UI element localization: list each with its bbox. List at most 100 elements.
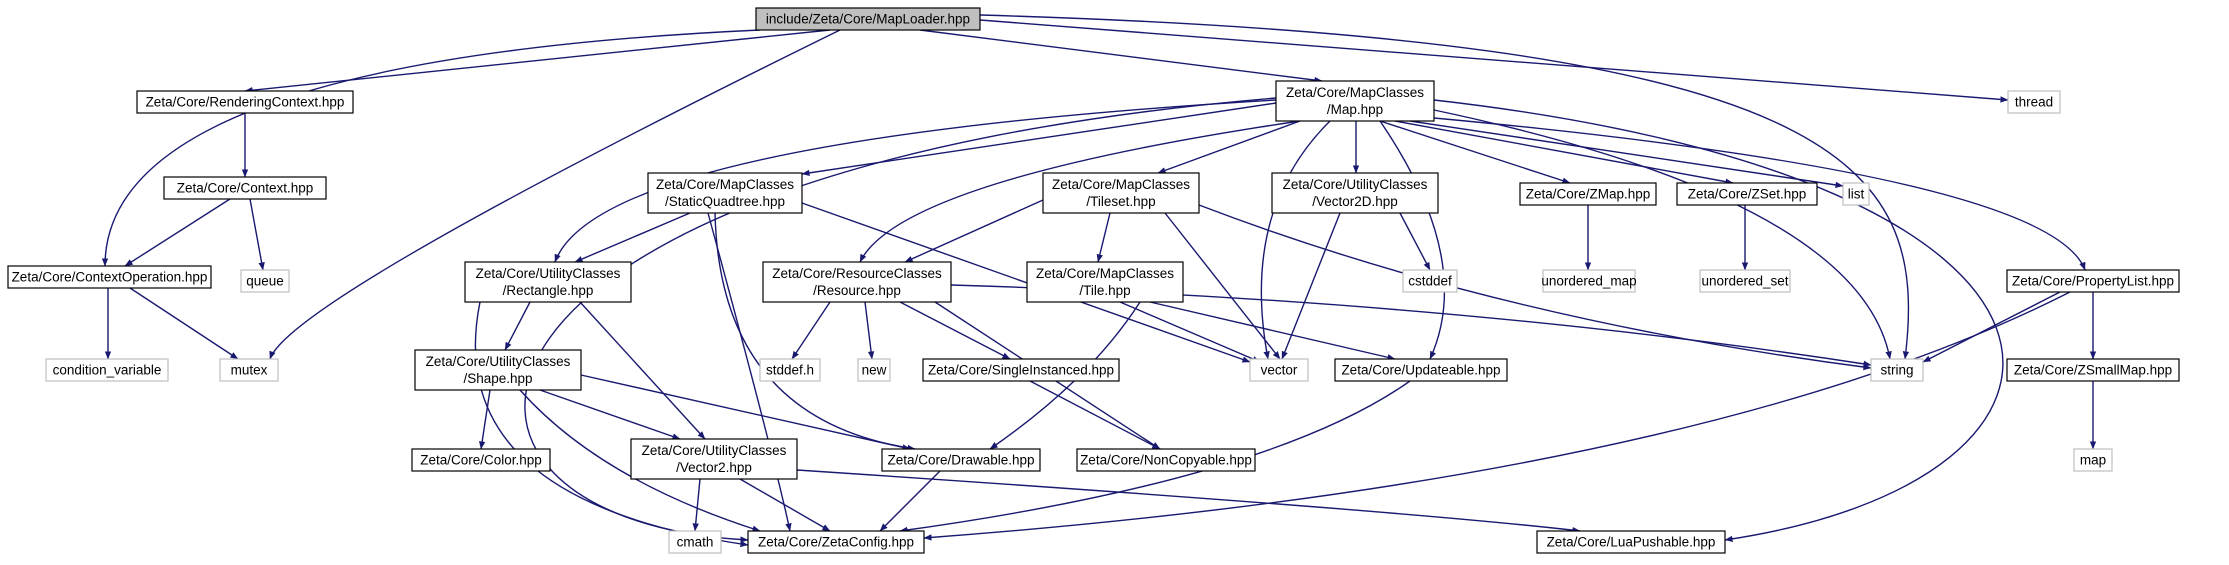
node-box (922, 358, 1120, 382)
node-box (857, 358, 891, 382)
edge-line (1029, 380, 1161, 450)
edge-line (1281, 212, 1341, 360)
node-label: Zeta/Core/PropertyList.hpp (2012, 274, 2174, 289)
edge-shape-to-vector2 (539, 389, 681, 440)
node-label: /Map.hpp (1327, 102, 1383, 117)
edge-static-quadtree-to-rectangle (574, 212, 691, 263)
node-label: thread (2015, 95, 2053, 110)
edge-tile-to-updateable (1149, 301, 1396, 361)
node-box (881, 448, 1041, 472)
edge-line (739, 478, 831, 532)
edge-line (519, 389, 761, 532)
edge-tileset-to-resource (904, 199, 1044, 263)
node-label: Zeta/Core/MapClasses (1052, 177, 1190, 192)
edge-resource-to-new (864, 301, 875, 360)
node-box (240, 269, 290, 293)
edges-layer (101, 14, 2097, 548)
edge-map-to-tileset (1157, 120, 1301, 174)
node-label: /Resource.hpp (813, 283, 901, 298)
node-label: Zeta/Core/ZetaConfig.hpp (758, 535, 914, 550)
node-label: Zeta/Core/Drawable.hpp (887, 453, 1034, 468)
edge-line (1164, 212, 1281, 360)
edge-line (101, 29, 761, 267)
node-vector2d[interactable]: Zeta/Core/UtilityClasses/Vector2D.hpp (1271, 172, 1439, 214)
node-label: queue (246, 274, 284, 289)
node-box (163, 176, 327, 200)
node-box (1699, 269, 1791, 293)
node-zetaconfig[interactable]: Zeta/Core/ZetaConfig.hpp (747, 530, 925, 554)
edge-root-to-context-operation (101, 29, 761, 267)
node-rendering-context[interactable]: Zeta/Core/RenderingContext.hpp (136, 90, 354, 114)
node-label: Zeta/Core/MapClasses (1036, 266, 1174, 281)
node-vector2[interactable]: Zeta/Core/UtilityClasses/Vector2.hpp (630, 438, 798, 480)
node-box (1542, 269, 1636, 293)
node-static-quadtree[interactable]: Zeta/Core/MapClasses/StaticQuadtree.hpp (647, 172, 803, 214)
node-stddef-h: stddef.h (759, 358, 821, 382)
node-label: Zeta/Core/Context.hpp (177, 181, 314, 196)
node-drawable[interactable]: Zeta/Core/Drawable.hpp (881, 448, 1041, 472)
node-root[interactable]: include/Zeta/Core/MapLoader.hpp (755, 7, 981, 31)
node-label: Zeta/Core/UtilityClasses (426, 354, 571, 369)
node-box (647, 172, 803, 214)
node-single-instanced[interactable]: Zeta/Core/SingleInstanced.hpp (922, 358, 1120, 382)
node-box (630, 438, 798, 480)
node-zmap[interactable]: Zeta/Core/ZMap.hpp (1519, 182, 1657, 206)
node-color[interactable]: Zeta/Core/Color.hpp (411, 448, 551, 472)
node-zset[interactable]: Zeta/Core/ZSet.hpp (1676, 182, 1818, 206)
node-box (668, 530, 722, 554)
node-zsmallmap[interactable]: Zeta/Core/ZSmallMap.hpp (2006, 358, 2180, 382)
node-box (7, 265, 212, 289)
edge-line (478, 389, 491, 450)
node-context-operation[interactable]: Zeta/Core/ContextOperation.hpp (7, 265, 212, 289)
node-map[interactable]: Zeta/Core/MapClasses/Map.hpp (1275, 80, 1435, 122)
node-label: Zeta/Core/Color.hpp (420, 453, 542, 468)
edge-root-to-thread (979, 19, 2009, 103)
edge-line (1379, 120, 1571, 184)
edge-vector2-to-zetaconfig (739, 478, 831, 532)
node-luapushable[interactable]: Zeta/Core/LuaPushable.hpp (1536, 530, 1726, 554)
node-noncopyable[interactable]: Zeta/Core/NonCopyable.hpp (1076, 448, 1256, 472)
edge-line (923, 291, 2071, 541)
edge-line (1157, 120, 1301, 174)
node-box (1842, 182, 1870, 206)
edge-line (791, 301, 831, 360)
edge-map-to-zmap (1379, 120, 1571, 184)
edge-map-to-resource (859, 120, 1301, 263)
node-rectangle[interactable]: Zeta/Core/UtilityClasses/Rectangle.hpp (464, 261, 632, 303)
node-label: include/Zeta/Core/MapLoader.hpp (766, 12, 970, 27)
node-box (1402, 269, 1458, 293)
edge-line (124, 198, 231, 267)
node-box (1275, 80, 1435, 122)
edge-line (919, 29, 1323, 84)
edge-line (899, 301, 1011, 360)
edge-line (1119, 301, 1261, 363)
node-resource[interactable]: Zeta/Core/ResourceClasses/Resource.hpp (762, 261, 952, 303)
node-label: /Tile.hpp (1079, 283, 1130, 298)
node-box (762, 261, 952, 303)
node-context[interactable]: Zeta/Core/Context.hpp (163, 176, 327, 200)
edge-line (1379, 120, 1446, 360)
node-tile[interactable]: Zeta/Core/MapClasses/Tile.hpp (1026, 261, 1184, 303)
node-updateable[interactable]: Zeta/Core/Updateable.hpp (1334, 358, 1508, 382)
node-shape[interactable]: Zeta/Core/UtilityClasses/Shape.hpp (414, 349, 582, 391)
node-label: Zeta/Core/ResourceClasses (772, 266, 942, 281)
node-tileset[interactable]: Zeta/Core/MapClasses/Tileset.hpp (1042, 172, 1200, 214)
edge-root-to-rendering-context (244, 29, 831, 94)
edge-shape-to-color (478, 389, 491, 450)
edge-line (864, 301, 875, 360)
edge-line (859, 120, 1301, 263)
edge-line (504, 301, 531, 351)
edge-line (1922, 291, 2061, 363)
edge-line (979, 19, 2009, 103)
edge-line (1260, 120, 1331, 360)
edge-shape-to-drawable (580, 374, 911, 451)
edge-root-to-mutex (269, 29, 841, 360)
edge-static-quadtree-to-drawable (714, 212, 916, 452)
node-property-list[interactable]: Zeta/Core/PropertyList.hpp (2006, 269, 2180, 293)
node-label: Zeta/Core/RenderingContext.hpp (146, 95, 345, 110)
node-label: Zeta/Core/ZSmallMap.hpp (2014, 363, 2172, 378)
edge-line (879, 470, 941, 532)
edge-line (1394, 120, 1734, 185)
node-label: /StaticQuadtree.hpp (665, 194, 785, 209)
